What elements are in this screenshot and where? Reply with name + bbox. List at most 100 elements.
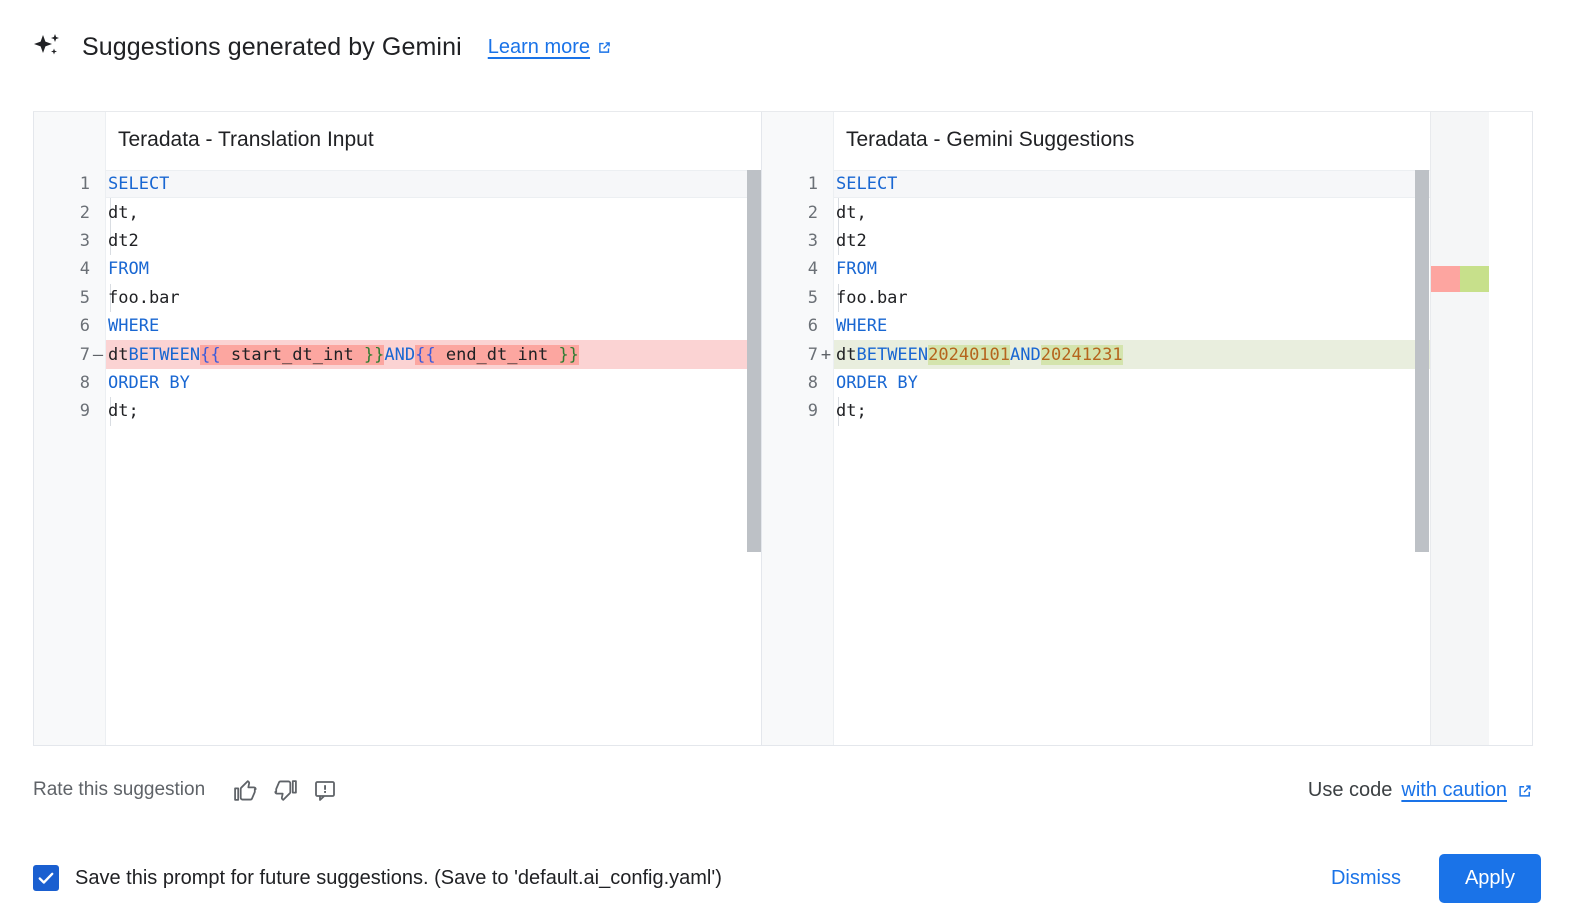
line-content: FROM (108, 259, 149, 280)
line-number: 5 (79, 287, 90, 308)
thumb-up-button[interactable] (227, 772, 263, 808)
line-content: dt2 (108, 230, 139, 251)
line-number: 9 (79, 401, 90, 422)
line-content: ORDER BY (108, 372, 190, 393)
indent-guide (110, 283, 111, 312)
code-line[interactable]: 2 dt, (762, 198, 1489, 227)
line-content: dt; (108, 401, 139, 422)
save-prompt-checkbox-row[interactable]: Save this prompt for future suggestions.… (33, 865, 722, 891)
code-line[interactable]: 5 foo.bar (762, 283, 1489, 312)
code-line-deleted[interactable]: 7 — dt BETWEEN {{ start_dt_int }} AND {{… (34, 340, 761, 369)
checkmark-icon (36, 868, 56, 888)
dismiss-button[interactable]: Dismiss (1319, 857, 1413, 900)
apply-button[interactable]: Apply (1438, 853, 1541, 903)
scrollbar-thumb[interactable] (1415, 170, 1429, 552)
code-line[interactable]: 6 WHERE (762, 312, 1489, 340)
line-content: foo.bar (108, 287, 180, 308)
line-number: 8 (807, 372, 818, 393)
line-number: 2 (79, 202, 90, 223)
code-line[interactable]: 9 dt; (34, 397, 761, 426)
line-number: 7 (79, 344, 90, 365)
right-pane-title: Teradata - Gemini Suggestions (846, 128, 1135, 151)
line-number: 6 (807, 316, 818, 337)
use-code-prefix: Use code (1307, 778, 1393, 801)
code-line[interactable]: 1 SELECT (762, 170, 1489, 199)
code-line[interactable]: 3 dt2 (34, 226, 761, 256)
right-gutter-background (762, 112, 834, 745)
indent-guide (838, 198, 839, 227)
pane-divider (761, 112, 762, 745)
code-line[interactable]: 8 ORDER BY (34, 369, 761, 397)
overview-marker-deleted (1431, 266, 1460, 292)
diff-pane-left: Teradata - Translation Input 1 SELECT 2 … (34, 112, 761, 745)
indent-guide (838, 226, 839, 256)
line-content: dt, (836, 202, 867, 223)
line-number: 9 (807, 401, 818, 422)
line-content: WHERE (836, 316, 888, 337)
diff-sign-delete: — (92, 344, 104, 365)
scrollbar-thumb[interactable] (747, 170, 761, 552)
diff-overview-ruler[interactable] (1430, 112, 1489, 745)
panel-header: Suggestions generated by Gemini Learn mo… (30, 24, 613, 70)
thumb-up-icon (233, 778, 258, 803)
line-content: foo.bar (836, 287, 908, 308)
code-line[interactable]: 1 SELECT (34, 170, 761, 199)
code-line[interactable]: 6 WHERE (34, 312, 761, 340)
line-number: 8 (79, 372, 90, 393)
line-number: 3 (807, 230, 818, 251)
code-line[interactable]: 4 FROM (762, 255, 1489, 283)
code-line[interactable]: 2 dt, (34, 198, 761, 227)
left-gutter-background (34, 112, 106, 745)
thumb-down-button[interactable] (267, 772, 303, 808)
external-link-icon[interactable] (1516, 782, 1533, 799)
indent-guide (838, 397, 839, 426)
line-number: 1 (807, 174, 818, 195)
code-line[interactable]: 8 ORDER BY (762, 369, 1489, 397)
right-code-area[interactable]: 1 SELECT 2 dt, 3 dt2 (762, 170, 1489, 745)
code-line[interactable]: 3 dt2 (762, 226, 1489, 256)
line-content: dt; (836, 401, 867, 422)
line-content: dt2 (836, 230, 867, 251)
save-prompt-label: Save this prompt for future suggestions.… (75, 866, 722, 889)
line-number: 3 (79, 230, 90, 251)
diff-sign-add: + (820, 344, 832, 365)
with-caution-link[interactable]: with caution (1401, 778, 1507, 801)
diff-pane-right: Teradata - Gemini Suggestions 1 SELECT 2… (762, 112, 1489, 745)
learn-more-link[interactable]: Learn more (488, 36, 613, 59)
line-content: dt, (108, 202, 139, 223)
line-content: dt BETWEEN 20240101 AND 20241231 (836, 344, 1123, 365)
use-code-notice: Use code with caution (1308, 779, 1533, 802)
line-number: 4 (79, 259, 90, 280)
overview-marker-added (1460, 266, 1489, 292)
footer-action-bar: Save this prompt for future suggestions.… (0, 838, 1574, 918)
line-content: SELECT (108, 174, 170, 195)
line-number: 4 (807, 259, 818, 280)
line-content: ORDER BY (836, 372, 918, 393)
right-editor-scrollbar[interactable] (1415, 112, 1429, 745)
save-prompt-checkbox[interactable] (33, 865, 59, 891)
learn-more-label: Learn more (487, 35, 591, 58)
code-line-added[interactable]: 7 + dt BETWEEN 20240101 AND 20241231 (762, 340, 1489, 369)
line-content: WHERE (108, 316, 160, 337)
report-feedback-button[interactable] (307, 772, 343, 808)
footer-buttons: Dismiss Apply (1319, 853, 1541, 903)
indent-guide (110, 397, 111, 426)
code-line[interactable]: 4 FROM (34, 255, 761, 283)
left-editor-scrollbar[interactable] (747, 112, 761, 745)
indent-guide (110, 198, 111, 227)
external-link-icon (596, 39, 613, 56)
indent-guide (110, 226, 111, 256)
line-number: 7 (807, 344, 818, 365)
code-line[interactable]: 5 foo.bar (34, 283, 761, 312)
rate-suggestion-row: Rate this suggestion (33, 768, 1533, 812)
line-number: 5 (807, 287, 818, 308)
left-code-area[interactable]: 1 SELECT 2 dt, 3 dt2 (34, 170, 761, 745)
page-title: Suggestions generated by Gemini (82, 32, 462, 61)
line-content: dt BETWEEN {{ start_dt_int }} AND {{ end… (108, 344, 579, 365)
report-feedback-icon (313, 778, 337, 802)
line-number: 6 (79, 316, 90, 337)
code-line[interactable]: 9 dt; (762, 397, 1489, 426)
thumb-down-icon (273, 778, 298, 803)
line-content: FROM (836, 259, 877, 280)
